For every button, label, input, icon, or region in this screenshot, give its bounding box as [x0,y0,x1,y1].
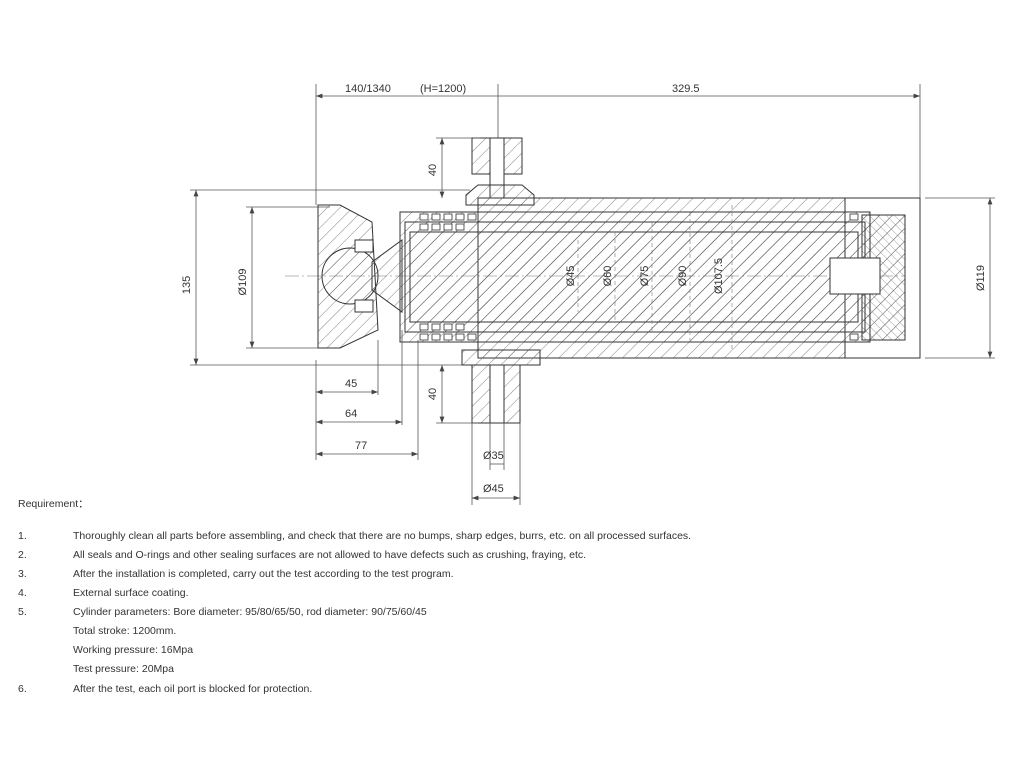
dim-port-bottom-height: 40 [427,388,439,400]
dim-overall-height: 135 [181,276,193,294]
dim-port-top-height: 40 [427,164,439,176]
top-port-dimension [436,137,480,198]
bottom-oil-port [461,349,541,424]
dim-dia-119: Ø119 [975,265,987,291]
height-dimension-109 [246,206,330,349]
dim-top-right: 329.5 [672,83,700,95]
dim-len-45: 45 [345,378,357,390]
cylinder-body [399,197,921,359]
top-dimension-line [315,84,921,205]
dim-dia-60: Ø60 [602,266,614,287]
note-sub-test-pressure: Test pressure: 20Mpa [73,663,174,675]
bottom-length-dimensions [315,330,419,460]
top-oil-port [465,137,535,206]
dim-port-dia-35: Ø35 [483,450,504,462]
dim-dia-45-rod: Ø45 [565,266,577,287]
dim-dia-109: Ø109 [237,269,249,296]
height-dimension-135 [190,189,470,366]
ball-mount [317,204,403,349]
dim-port-dia-45: Ø45 [483,483,504,495]
dim-dia-90: Ø90 [677,266,689,287]
port-diameter-dimensions [471,423,521,505]
note-sub-working-pressure: Working pressure: 16Mpa [73,644,194,656]
note-sub-stroke: Total stroke: 1200mm. [73,625,177,637]
dim-len-77: 77 [355,440,367,452]
requirements-title: Requirement： [18,498,89,510]
dim-dia-75: Ø75 [639,266,651,287]
dim-len-64: 64 [345,408,357,420]
bottom-port-dimension [436,365,478,424]
height-dimension-119 [925,197,995,359]
dim-top-h: (H=1200) [420,83,466,95]
dim-top-left: 140/1340 [345,83,391,95]
dim-dia-107-5: Ø107.5 [713,258,725,294]
